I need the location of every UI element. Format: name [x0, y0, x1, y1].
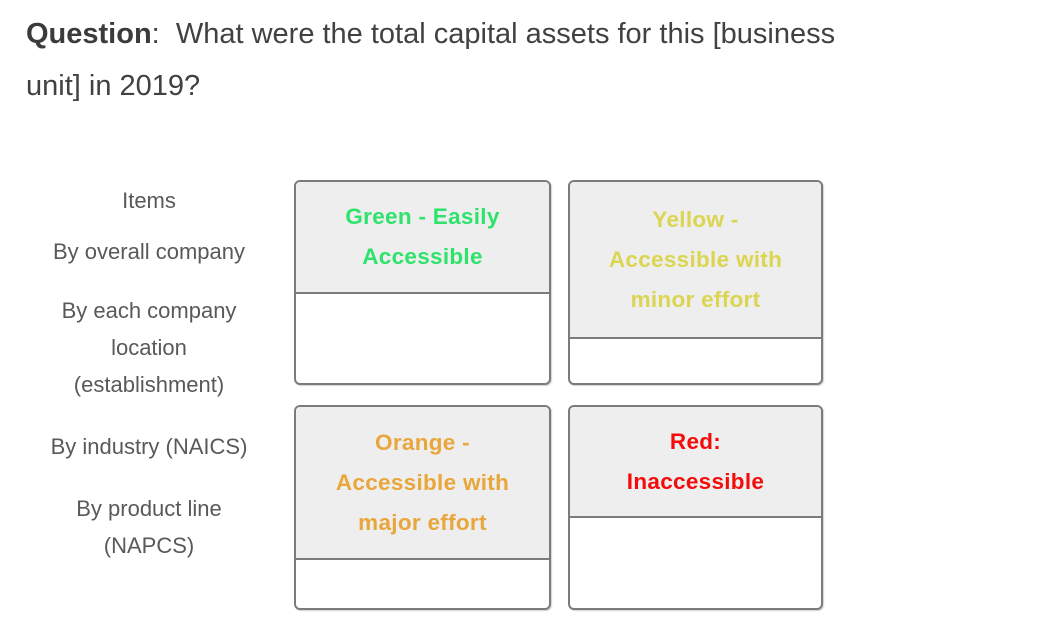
question-text: Question: What were the total capital as… [26, 8, 1040, 112]
matrix-cell-green-title: Green - Easily Accessible [296, 182, 549, 294]
row-label-company-location: By each company location (establishment) [61, 298, 237, 397]
row-label-product-line-napcs: By product line (NAPCS) [76, 496, 222, 558]
row-label-industry-naics: By industry (NAICS) [50, 434, 248, 459]
matrix-cell-red: Red: Inaccessible [568, 405, 823, 610]
matrix-cell-green: Green - Easily Accessible [294, 180, 551, 385]
matrix-cell-red-title: Red: Inaccessible [570, 407, 821, 518]
matrix-cell-yellow: Yellow - Accessible with minor effort [568, 180, 823, 385]
matrix-cell-yellow-title: Yellow - Accessible with minor effort [570, 182, 821, 339]
matrix-cell-orange-title: Orange - Accessible with major effort [296, 407, 549, 560]
question-body: : What were the total capital assets for… [26, 18, 836, 102]
question-label: Question [26, 18, 152, 50]
row-labels-header: Items [122, 188, 176, 213]
matrix-cell-orange: Orange - Accessible with major effort [294, 405, 551, 610]
row-label-overall-company: By overall company [53, 239, 245, 264]
